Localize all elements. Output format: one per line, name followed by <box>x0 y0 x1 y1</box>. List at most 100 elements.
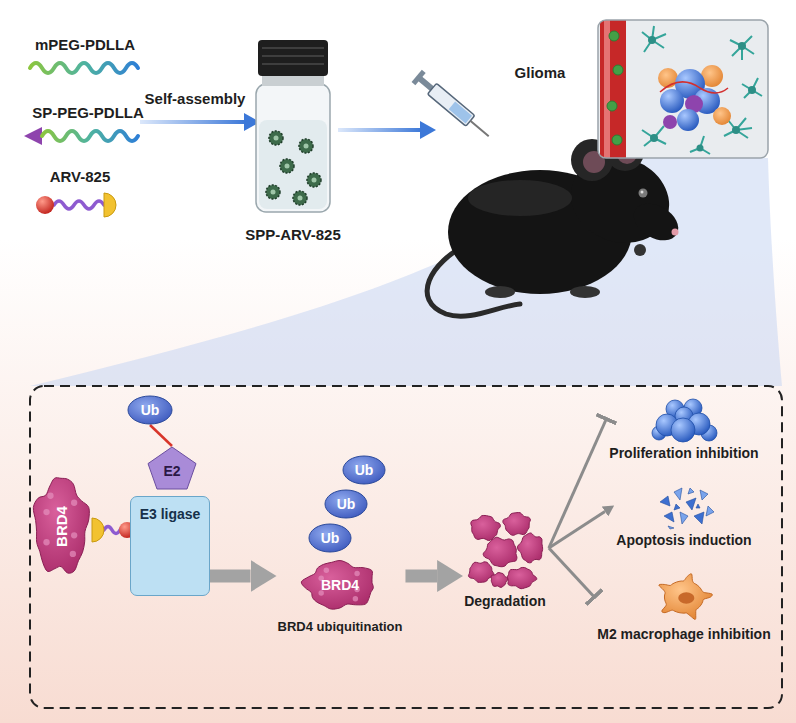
tumor-inset <box>598 16 768 166</box>
protein-fragments <box>503 513 531 536</box>
mouse <box>570 286 600 298</box>
node-shape <box>71 532 77 538</box>
protein-fragments <box>465 508 545 592</box>
node-text: Apoptosis induction <box>616 532 751 548</box>
node-shape <box>148 447 196 489</box>
node-shape <box>43 509 49 515</box>
outcome-icon <box>686 498 696 510</box>
node-text: Ub <box>141 402 160 418</box>
micelle-vial <box>312 178 317 183</box>
outcome-icon <box>648 570 720 624</box>
tumor-inset <box>677 109 699 131</box>
node-shape <box>43 539 49 545</box>
micelle-vial <box>271 136 317 201</box>
degradation-fragments: Degradation <box>461 508 549 610</box>
tumor-inset <box>748 86 756 94</box>
sp-peg-pdlla-chain <box>42 131 138 141</box>
outcome-icon <box>671 418 695 442</box>
micelle-vial <box>262 55 324 57</box>
tumor-inset <box>660 89 684 113</box>
tumor-inset <box>642 26 762 154</box>
node-shape <box>343 456 385 484</box>
syringe <box>412 70 426 85</box>
brd4-protein: BRD4 <box>28 470 94 582</box>
tumor-inset <box>648 36 756 152</box>
arv-825-molecule <box>54 201 104 209</box>
outcome-icon <box>652 482 716 530</box>
syringe <box>428 83 475 126</box>
tumor-inset <box>732 126 740 134</box>
node-shape <box>70 551 76 557</box>
node-shape <box>47 493 53 499</box>
protein-fragments <box>518 533 543 563</box>
node-shape <box>324 567 329 572</box>
tumor-inset <box>598 20 768 158</box>
node-shape <box>354 571 359 576</box>
protein-fragments <box>471 515 501 540</box>
micelle-vial <box>256 40 330 212</box>
tumor-inset <box>607 31 623 145</box>
tumor-inset <box>660 82 728 93</box>
node-shape <box>325 490 367 518</box>
node-shape <box>71 500 77 506</box>
tumor-inset <box>690 136 710 154</box>
tumor-inset <box>607 101 617 111</box>
node-text: BRD4 <box>53 506 70 547</box>
outcome-icon <box>674 504 680 510</box>
zoom-swoosh <box>30 152 782 386</box>
micelle-vial <box>266 185 280 199</box>
tumor-inset <box>663 115 677 129</box>
micelle-vial <box>262 63 324 65</box>
node-text: BRD4 <box>321 577 359 593</box>
node-shape <box>33 478 89 574</box>
outcome-icon <box>696 504 700 508</box>
tumor-inset <box>600 20 762 158</box>
outcome-macrophage: M2 macrophage inhibition <box>594 570 773 643</box>
tumor-inset <box>642 126 666 146</box>
node-text: M2 macrophage inhibition <box>597 626 770 642</box>
ubiquitin: Ub <box>342 455 386 485</box>
ubiquitinated-brd4: BRD4BRD4 ubiquitination <box>275 556 406 635</box>
text-label: SPP-ARV-825 <box>245 226 341 243</box>
outcome-icon <box>664 512 674 522</box>
syringe <box>412 70 494 143</box>
outcome-icon <box>660 496 670 506</box>
outcome-apoptosis: Apoptosis induction <box>613 482 754 549</box>
tumor-inset <box>600 20 626 158</box>
mechanism-frame <box>30 386 782 708</box>
text-label: SP-PEG-PDLLA <box>32 104 144 121</box>
ubiquitin: Ub <box>324 489 368 519</box>
micelle-vial <box>307 173 321 187</box>
mouse <box>672 229 679 236</box>
outcome-icon <box>659 574 712 620</box>
arv-825-molecule <box>104 193 116 217</box>
tumor-inset <box>738 42 746 50</box>
node-text: E2 <box>163 463 180 479</box>
protac-linker <box>92 518 135 542</box>
injection-arrow <box>338 128 422 132</box>
micelle-vial <box>280 159 294 173</box>
connector <box>549 511 605 548</box>
micelle-vial <box>266 131 321 205</box>
mouse <box>634 244 646 256</box>
node-shape <box>301 561 373 610</box>
node-shape <box>301 561 373 610</box>
e2-enzyme: E2 <box>147 446 197 490</box>
assembly-arrow <box>140 120 246 124</box>
syringe <box>449 102 472 124</box>
outcome-icon <box>649 395 719 443</box>
mpeg-pdlla-chain <box>30 63 138 73</box>
micelle-vial <box>262 48 324 64</box>
node-text: Degradation <box>464 593 546 609</box>
sp-peg-pdlla-chain <box>24 127 42 145</box>
outcome-icon <box>688 488 694 494</box>
text-label: ARV-825 <box>50 168 111 185</box>
assembly-arrow <box>140 113 260 131</box>
node-shape <box>309 524 351 552</box>
connector <box>549 419 606 548</box>
node-shape <box>33 478 89 574</box>
micelle-vial <box>271 190 276 195</box>
outcome-icon <box>674 488 682 500</box>
tumor-inset <box>648 36 656 44</box>
tumor-inset <box>658 68 678 88</box>
